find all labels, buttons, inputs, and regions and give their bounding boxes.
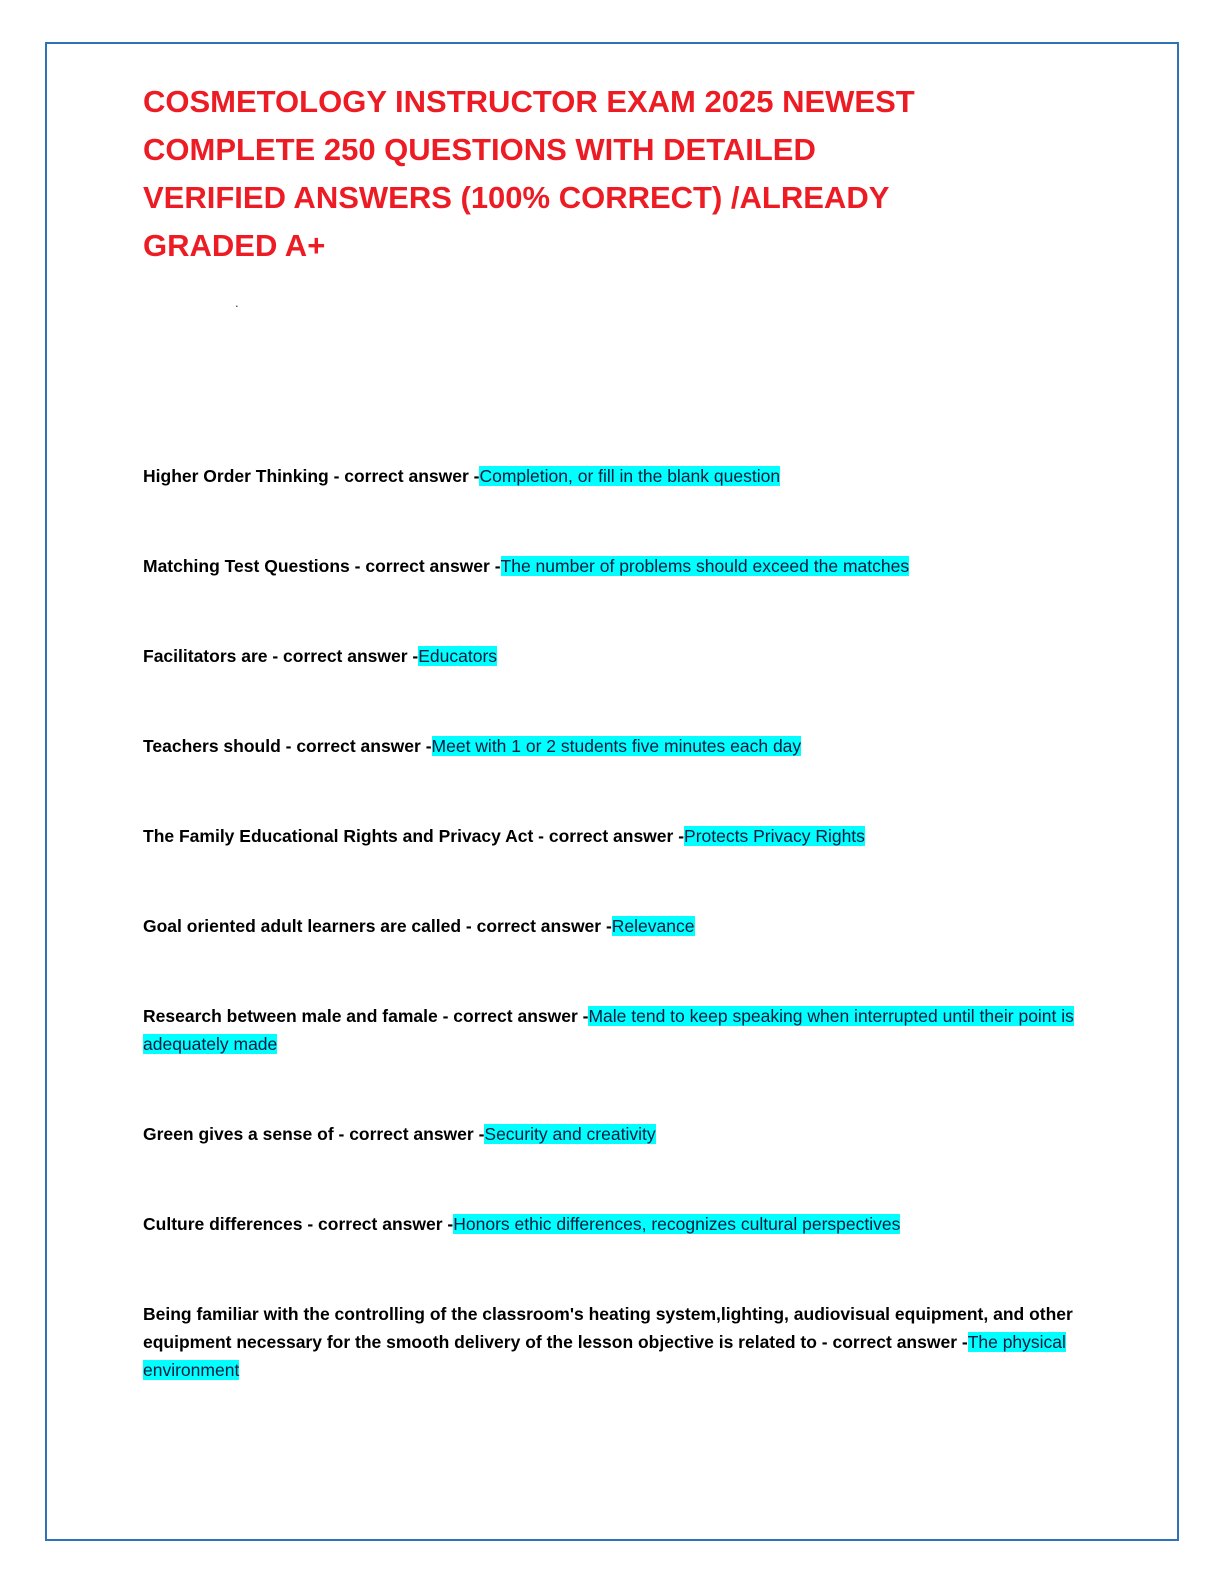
answer-highlight: Completion, or fill in the blank questio… bbox=[479, 466, 781, 486]
question-text: Facilitators are - correct answer - bbox=[143, 646, 419, 666]
question-text: Green gives a sense of - correct answer … bbox=[143, 1124, 485, 1144]
document-content: COSMETOLOGY INSTRUCTOR EXAM 2025 NEWEST … bbox=[47, 44, 1177, 1486]
question-text: Matching Test Questions - correct answer… bbox=[143, 556, 501, 576]
question-text: Research between male and famale - corre… bbox=[143, 1006, 589, 1026]
qa-item: Teachers should - correct answer -Meet w… bbox=[143, 732, 1081, 760]
qa-item: Being familiar with the controlling of t… bbox=[143, 1300, 1081, 1384]
qa-item: Matching Test Questions - correct answer… bbox=[143, 552, 1081, 580]
qa-item: Research between male and famale - corre… bbox=[143, 1002, 1081, 1058]
qa-item: Goal oriented adult learners are called … bbox=[143, 912, 1081, 940]
qa-item: Higher Order Thinking - correct answer -… bbox=[143, 462, 1081, 490]
question-text: Goal oriented adult learners are called … bbox=[143, 916, 612, 936]
document-page: COSMETOLOGY INSTRUCTOR EXAM 2025 NEWEST … bbox=[45, 42, 1179, 1541]
document-title-line: COSMETOLOGY INSTRUCTOR EXAM 2025 NEWEST bbox=[143, 84, 915, 119]
document-title-line: VERIFIED ANSWERS (100% CORRECT) /ALREADY bbox=[143, 180, 890, 215]
document-title-line: GRADED A+ bbox=[143, 228, 326, 263]
qa-item: Culture differences - correct answer -Ho… bbox=[143, 1210, 1081, 1238]
document-title-line: COMPLETE 250 QUESTIONS WITH DETAILED bbox=[143, 132, 816, 167]
qa-item: The Family Educational Rights and Privac… bbox=[143, 822, 1081, 850]
answer-highlight: Educators bbox=[418, 646, 498, 666]
qa-list: Higher Order Thinking - correct answer -… bbox=[143, 462, 1081, 1384]
question-text: Teachers should - correct answer - bbox=[143, 736, 432, 756]
answer-highlight: Security and creativity bbox=[484, 1124, 656, 1144]
answer-highlight: Protects Privacy Rights bbox=[684, 826, 865, 846]
qa-item: Facilitators are - correct answer -Educa… bbox=[143, 642, 1081, 670]
qa-item: Green gives a sense of - correct answer … bbox=[143, 1120, 1081, 1148]
answer-highlight: Relevance bbox=[611, 916, 695, 936]
question-text: Higher Order Thinking - correct answer - bbox=[143, 466, 480, 486]
answer-highlight: The number of problems should exceed the… bbox=[500, 556, 910, 576]
question-text: The Family Educational Rights and Privac… bbox=[143, 826, 685, 846]
answer-highlight: Meet with 1 or 2 students five minutes e… bbox=[431, 736, 802, 756]
document-title: COSMETOLOGY INSTRUCTOR EXAM 2025 NEWEST … bbox=[143, 78, 1081, 270]
question-text: Culture differences - correct answer - bbox=[143, 1214, 454, 1234]
question-text: Being familiar with the controlling of t… bbox=[143, 1304, 1073, 1352]
answer-highlight: Honors ethic differences, recognizes cul… bbox=[453, 1214, 901, 1234]
stray-punctuation-mark: . bbox=[235, 295, 239, 310]
